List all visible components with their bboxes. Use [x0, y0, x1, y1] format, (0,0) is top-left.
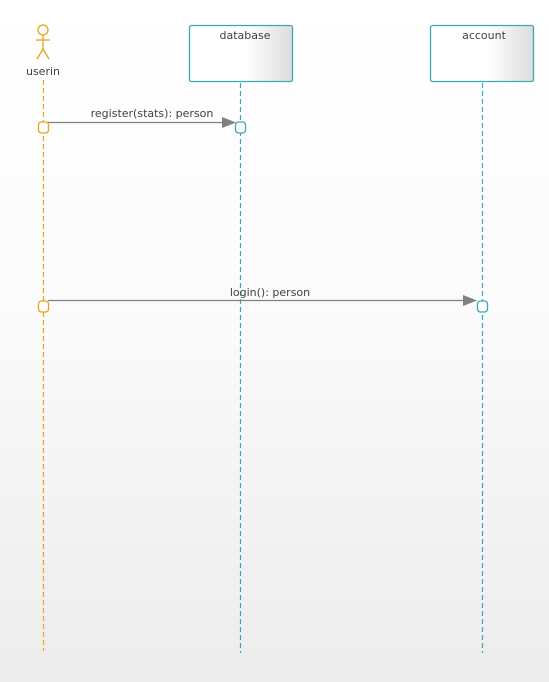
actor-userin[interactable]: userin	[26, 24, 60, 78]
participant-box	[429, 24, 535, 83]
send-port-userin	[37, 121, 50, 134]
message-label: login(): person	[230, 286, 310, 299]
arrowhead-icon	[463, 295, 477, 306]
receive-port-database	[234, 121, 247, 134]
participant-database[interactable]: database	[188, 24, 294, 83]
actor-label: userin	[26, 65, 60, 78]
participant-label: account	[462, 29, 507, 42]
participant-account[interactable]: account	[429, 24, 535, 83]
participant-label: database	[220, 29, 271, 42]
participant-box	[188, 24, 294, 83]
send-port-userin	[37, 300, 50, 313]
stick-figure-icon	[36, 24, 50, 60]
message-label: register(stats): person	[91, 107, 214, 120]
message-login[interactable]: login(): person	[48, 286, 477, 306]
message-register[interactable]: register(stats): person	[48, 107, 236, 128]
receive-port-account	[476, 300, 489, 313]
arrowhead-icon	[222, 117, 236, 128]
